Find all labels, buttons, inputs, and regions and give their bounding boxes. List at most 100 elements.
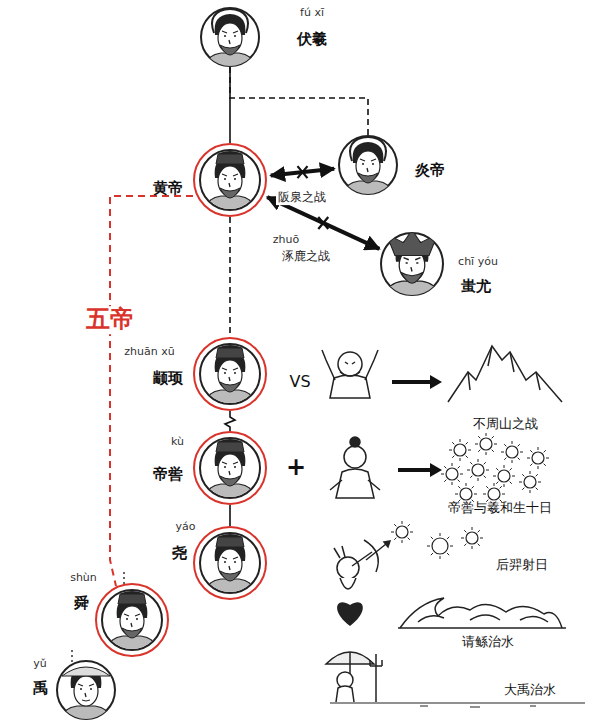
heart-symbol xyxy=(337,602,363,626)
sun-ray xyxy=(510,468,512,470)
sun-symbol xyxy=(396,526,408,538)
sun-ray xyxy=(538,466,539,469)
sun-ray xyxy=(522,488,524,490)
xihe-figure xyxy=(330,437,380,498)
sun-ray xyxy=(546,458,549,459)
sun-ray xyxy=(427,546,430,547)
archer-figure xyxy=(334,540,390,589)
sun-ray xyxy=(483,494,486,495)
story-caption: 请鲧治水 xyxy=(462,635,514,650)
sun-ray xyxy=(536,474,538,476)
sun-ray xyxy=(518,444,520,446)
sun-ray xyxy=(472,546,473,549)
sun-ray xyxy=(408,524,410,526)
name-text: 伏羲 xyxy=(297,31,327,48)
sun-ray xyxy=(441,474,444,475)
yu-figure xyxy=(326,652,585,707)
sun-ray xyxy=(449,450,452,451)
sun-ray xyxy=(486,470,489,471)
name-text: 禹 xyxy=(33,680,48,697)
sun-ray xyxy=(447,553,449,555)
sun-ray xyxy=(466,456,468,458)
sun-ray xyxy=(447,537,449,539)
sun-ray xyxy=(478,450,480,452)
sun-symbol xyxy=(472,464,484,476)
pinyin-text: fú xī xyxy=(300,7,324,19)
flood-waves xyxy=(398,598,566,628)
sun-ray xyxy=(402,540,403,543)
result-arrow xyxy=(392,375,442,389)
sun-ray xyxy=(452,463,453,466)
sun-ray xyxy=(492,450,494,452)
pinyin-text: chī yóu xyxy=(458,256,498,268)
pinyin-text: yáo xyxy=(176,520,196,532)
pinyin-text: shùn xyxy=(70,571,97,583)
pinyin-label: zhuō xyxy=(273,234,299,247)
sun-ray xyxy=(504,458,506,460)
sun-ray xyxy=(470,462,472,464)
sun-ray xyxy=(450,546,453,547)
sun-ray xyxy=(536,488,538,490)
lineage-line xyxy=(229,505,231,526)
sun-ray xyxy=(391,532,394,533)
portrait-node: yǔ禹 xyxy=(56,660,116,720)
sun-ray xyxy=(444,466,446,468)
sun-ray xyxy=(394,538,396,540)
sun-ray xyxy=(518,458,520,460)
sun-ray xyxy=(460,439,461,442)
name-text: 黄帝 xyxy=(153,179,183,196)
sun-ray xyxy=(402,521,403,524)
sun-ray xyxy=(522,474,524,476)
story-caption: 后羿射日 xyxy=(496,558,548,573)
plus-sign: + xyxy=(286,454,306,482)
sun-symbol xyxy=(532,452,544,464)
sun-ray xyxy=(440,556,441,559)
sun-ray xyxy=(458,486,460,488)
portrait-face xyxy=(204,438,256,500)
sun-symbol xyxy=(432,538,448,554)
sun-symbol xyxy=(454,444,466,456)
sun-ray xyxy=(472,527,473,530)
three-suns xyxy=(391,521,483,559)
sun-ray xyxy=(444,480,446,482)
sun-ray xyxy=(452,442,454,444)
sun-ray xyxy=(494,444,497,445)
portrait-node: yáo尧 xyxy=(193,526,267,600)
sun-ray xyxy=(530,464,532,466)
sun-ray xyxy=(484,476,486,478)
pinyin-text: yǔ xyxy=(33,658,46,670)
sun-ray xyxy=(493,476,496,477)
sun-ray xyxy=(431,553,433,555)
portrait-face xyxy=(204,344,256,406)
sun-ray xyxy=(458,466,460,468)
sun-ray xyxy=(455,494,458,495)
portrait-face xyxy=(342,137,394,195)
sun-ray xyxy=(464,544,466,546)
portrait-drawing xyxy=(193,526,267,600)
sun-ray xyxy=(452,456,454,458)
name-text: 炎帝 xyxy=(415,162,445,179)
name-text: 蚩尤 xyxy=(461,278,491,295)
sun-ray xyxy=(484,462,486,464)
sun-ray xyxy=(494,483,495,486)
portrait-node: shùn舜 xyxy=(95,583,169,657)
sun-ray xyxy=(461,538,464,539)
sun-ray xyxy=(512,441,513,444)
lineage-line xyxy=(225,411,235,431)
pinyin-text: zhuān xū xyxy=(124,345,174,357)
portrait-face xyxy=(204,9,256,67)
sun-ray xyxy=(410,532,413,533)
portrait-drawing xyxy=(193,431,267,505)
portrait-drawing xyxy=(193,337,267,411)
sun-ray xyxy=(527,458,530,459)
sun-symbol xyxy=(488,488,500,500)
sun-ray xyxy=(504,444,506,446)
sun-symbol xyxy=(506,446,518,458)
sun-symbol xyxy=(524,476,536,488)
story-caption: 不周山之战 xyxy=(473,417,538,432)
sun-ray xyxy=(478,544,480,546)
sun-ray xyxy=(470,476,472,478)
